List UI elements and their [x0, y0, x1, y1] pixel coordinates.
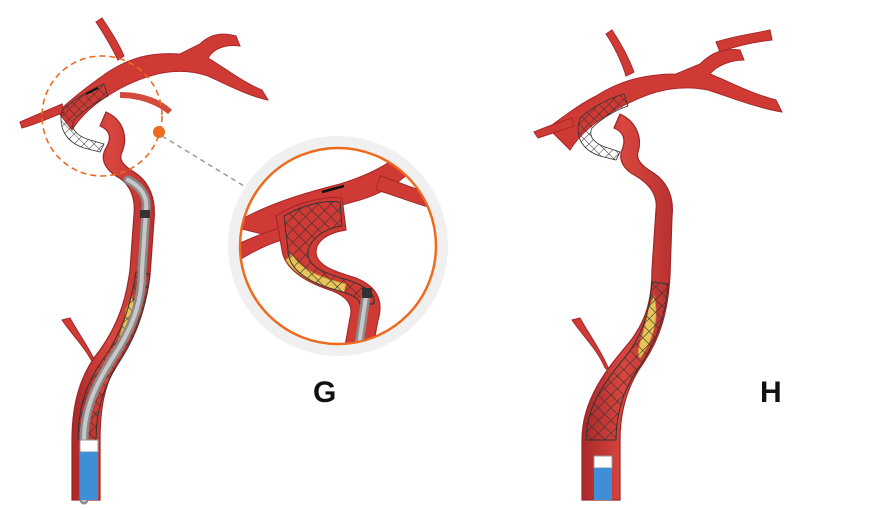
- zoom-inset: [228, 136, 448, 356]
- catheter-marker-g: [140, 210, 150, 218]
- panel-label-h: H: [760, 376, 782, 409]
- sheath-h: [593, 455, 613, 469]
- inset-stent: [283, 201, 375, 305]
- cerebral-artery-g: [57, 33, 270, 131]
- panel-h: [533, 29, 783, 501]
- zoom-region-circle: [41, 55, 163, 177]
- panel-label-g: G: [313, 376, 337, 409]
- inset-catheter-marker: [362, 288, 372, 298]
- carotid-stent-h: [585, 281, 669, 441]
- panel-g: [19, 17, 270, 505]
- intracranial-stent-g: [60, 83, 109, 153]
- zoom-leader-line: [161, 135, 245, 187]
- intracranial-stent-h: [577, 93, 629, 161]
- sheath-blue-g: [80, 452, 98, 500]
- sheath-blue-h: [594, 468, 612, 500]
- external-branch-h: [571, 317, 612, 374]
- sheath-g: [79, 439, 99, 453]
- zoom-callout-icon: [153, 126, 165, 138]
